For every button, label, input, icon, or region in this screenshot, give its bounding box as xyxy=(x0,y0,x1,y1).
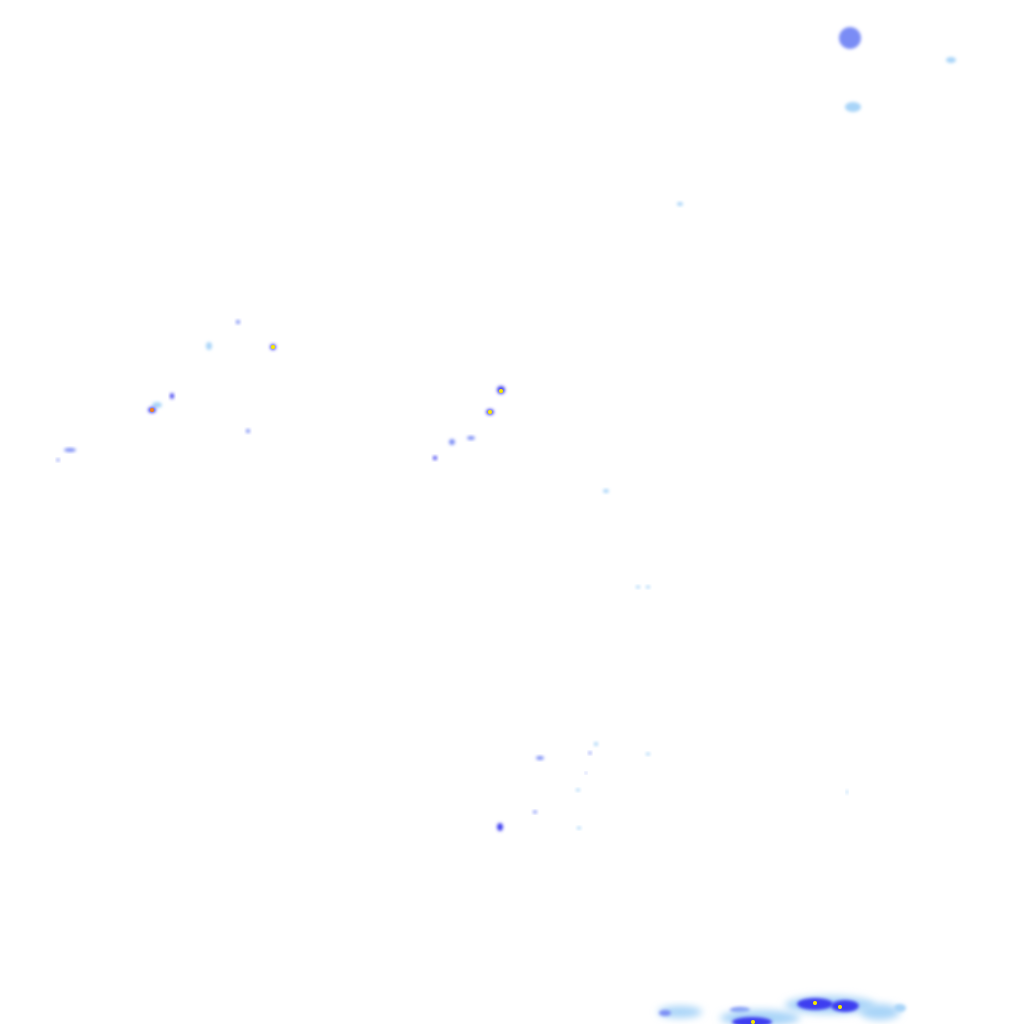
radar-echo-light xyxy=(860,1004,900,1020)
radar-echo-moderate xyxy=(449,439,455,445)
radar-echo-moderate xyxy=(659,1010,671,1016)
radar-echo-light xyxy=(646,585,650,589)
radar-echo-moderate xyxy=(236,320,240,324)
radar-echo-core xyxy=(751,1020,755,1024)
radar-echo-light xyxy=(576,788,580,792)
radar-echo-moderate xyxy=(64,448,76,452)
radar-echo-heavy xyxy=(433,456,437,460)
radar-echo-heavy xyxy=(831,1000,859,1012)
radar-echo-light xyxy=(677,202,683,206)
radar-echo-core xyxy=(813,1001,817,1005)
radar-echo-light xyxy=(577,826,581,830)
radar-echo-light xyxy=(206,342,212,350)
radar-echo-moderate xyxy=(536,756,544,760)
radar-echo-light xyxy=(846,790,848,794)
radar-echo-heavy xyxy=(170,393,174,399)
radar-echo-core xyxy=(150,408,154,412)
radar-echo-moderate xyxy=(588,751,592,755)
radar-echo-light xyxy=(894,1004,906,1012)
radar-echo-heavy xyxy=(497,823,503,831)
radar-echo-core xyxy=(499,389,503,393)
radar-echo-core xyxy=(488,410,492,414)
radar-echo-moderate xyxy=(585,772,587,774)
radar-echo-light xyxy=(845,102,861,112)
radar-echo-core xyxy=(838,1005,842,1009)
radar-echo-light xyxy=(594,742,598,746)
radar-echo-moderate xyxy=(246,429,250,433)
radar-echo-moderate xyxy=(56,458,60,462)
radar-echo-moderate xyxy=(533,810,537,814)
radar-echo-core xyxy=(271,345,275,349)
radar-echo-light xyxy=(646,752,650,756)
radar-echo-light xyxy=(636,585,640,589)
radar-echo-moderate xyxy=(839,27,861,49)
radar-echo-light xyxy=(603,489,609,493)
radar-echo-moderate xyxy=(467,436,475,440)
radar-echo-light xyxy=(152,402,162,408)
radar-echo-light xyxy=(946,57,956,63)
